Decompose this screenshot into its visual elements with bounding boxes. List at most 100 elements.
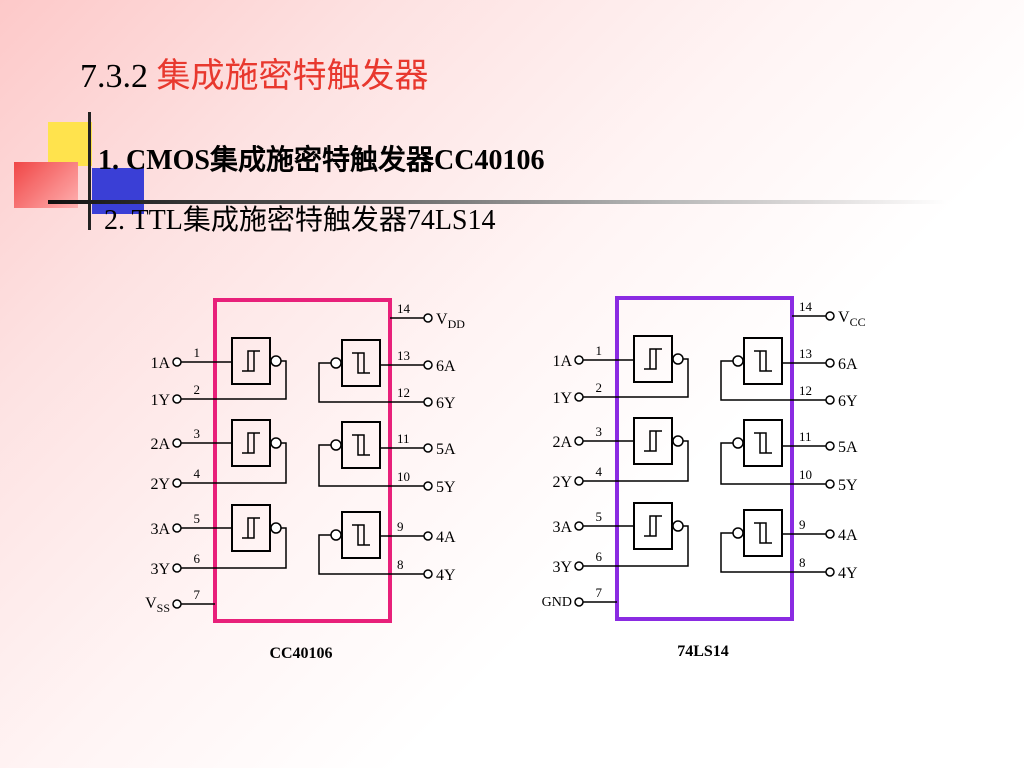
schmitt-hysteresis-icon bbox=[242, 517, 260, 539]
pin-terminal bbox=[825, 529, 835, 539]
bullet-item-2: 2. TTL集成施密特触发器74LS14 bbox=[104, 198, 496, 238]
pin-number: 4 bbox=[194, 466, 201, 481]
wire bbox=[720, 442, 792, 485]
pin-terminal bbox=[172, 357, 182, 367]
pin-label-2Y: 2Y bbox=[150, 476, 170, 493]
gate-body bbox=[743, 419, 783, 467]
gate-body bbox=[633, 335, 673, 383]
schmitt-hysteresis-icon bbox=[754, 432, 772, 454]
pin-number: 3 bbox=[596, 424, 603, 439]
item-1-prefix: 1. CMOS bbox=[98, 145, 210, 176]
pin-number: 8 bbox=[397, 557, 404, 572]
pin-label-3A: 3A bbox=[552, 519, 572, 536]
pin-terminal bbox=[423, 313, 433, 323]
pin-terminal bbox=[825, 441, 835, 451]
inverter-bubble bbox=[330, 439, 342, 451]
slide-title: 7.3.2 集成施密特触发器 bbox=[80, 48, 429, 97]
chip-caption: 74LS14 bbox=[677, 643, 729, 660]
wire bbox=[318, 444, 390, 487]
pin-label-5Y: 5Y bbox=[838, 477, 858, 494]
pin-label-6A: 6A bbox=[838, 356, 858, 373]
inverter-bubble bbox=[732, 355, 744, 367]
pin-number: 1 bbox=[596, 343, 603, 358]
pin-number: 12 bbox=[397, 385, 410, 400]
wire bbox=[215, 527, 287, 569]
deco-vertical-line bbox=[88, 112, 91, 230]
wire bbox=[215, 442, 287, 484]
schmitt-hysteresis-icon bbox=[352, 352, 370, 374]
pin-label-4A: 4A bbox=[436, 529, 456, 546]
gate-body bbox=[743, 337, 783, 385]
pin-number: 13 bbox=[799, 346, 812, 361]
pin-terminal bbox=[423, 443, 433, 453]
schmitt-hysteresis-icon bbox=[644, 430, 662, 452]
pin-label-4Y: 4Y bbox=[838, 565, 858, 582]
pin-label-2Y: 2Y bbox=[552, 474, 572, 491]
pin-label-1A: 1A bbox=[150, 355, 170, 372]
pin-label-6Y: 6Y bbox=[838, 393, 858, 410]
item-1-cn: 集成施密特触发器 bbox=[210, 143, 435, 176]
wire bbox=[318, 362, 390, 403]
chip-package-outline bbox=[213, 298, 392, 623]
schmitt-hysteresis-icon bbox=[644, 348, 662, 370]
pin-number: 3 bbox=[194, 426, 201, 441]
pin-number: 8 bbox=[799, 555, 806, 570]
pin-number: 14 bbox=[799, 299, 813, 314]
schmitt-hysteresis-icon bbox=[754, 350, 772, 372]
pin-label-vcc: VDD bbox=[436, 311, 465, 331]
pin-label-gnd: GND bbox=[542, 595, 572, 610]
pin-label-5Y: 5Y bbox=[436, 479, 456, 496]
pin-number: 9 bbox=[397, 519, 404, 534]
deco-blue-square bbox=[92, 168, 144, 214]
pin-number: 7 bbox=[194, 587, 201, 602]
pin-label-1A: 1A bbox=[552, 353, 572, 370]
pin-label-3Y: 3Y bbox=[552, 559, 572, 576]
pin-label-1Y: 1Y bbox=[552, 390, 572, 407]
item-2-prefix: 2. TTL bbox=[104, 205, 183, 236]
pin-number: 12 bbox=[799, 383, 812, 398]
schmitt-hysteresis-icon bbox=[242, 350, 260, 372]
pin-number: 2 bbox=[194, 382, 201, 397]
chip-caption: CC40106 bbox=[269, 645, 332, 662]
pin-terminal bbox=[172, 599, 182, 609]
wire bbox=[720, 360, 792, 401]
schmitt-hysteresis-icon bbox=[352, 524, 370, 546]
pin-number: 5 bbox=[596, 509, 603, 524]
inverter-bubble bbox=[270, 355, 282, 367]
pin-terminal bbox=[574, 392, 584, 402]
inverter-bubble bbox=[330, 529, 342, 541]
pin-number: 7 bbox=[596, 585, 603, 600]
wire bbox=[720, 532, 792, 573]
pin-number: 2 bbox=[596, 380, 603, 395]
pin-number: 13 bbox=[397, 348, 410, 363]
pin-label-1Y: 1Y bbox=[150, 392, 170, 409]
pin-terminal bbox=[423, 531, 433, 541]
inverter-bubble bbox=[732, 437, 744, 449]
pin-label-6A: 6A bbox=[436, 358, 456, 375]
schmitt-hysteresis-icon bbox=[352, 434, 370, 456]
wire bbox=[617, 525, 689, 567]
gate-body bbox=[341, 339, 381, 387]
pin-label-5A: 5A bbox=[838, 439, 858, 456]
pin-number: 10 bbox=[799, 467, 812, 482]
pin-number: 11 bbox=[799, 429, 812, 444]
pin-label-5A: 5A bbox=[436, 441, 456, 458]
pin-label-4Y: 4Y bbox=[436, 567, 456, 584]
pin-number: 14 bbox=[397, 301, 411, 316]
pin-number: 4 bbox=[596, 464, 603, 479]
pin-terminal bbox=[574, 355, 584, 365]
wire bbox=[617, 440, 689, 482]
gate-body bbox=[231, 337, 271, 385]
inverter-bubble bbox=[672, 435, 684, 447]
pin-terminal bbox=[825, 311, 835, 321]
pin-terminal bbox=[825, 479, 835, 489]
pin-terminal bbox=[172, 563, 182, 573]
pin-terminal bbox=[574, 561, 584, 571]
title-text: 集成施密特触发器 bbox=[156, 56, 429, 96]
pin-label-3A: 3A bbox=[150, 521, 170, 538]
pin-number: 10 bbox=[397, 469, 410, 484]
gate-body bbox=[231, 419, 271, 467]
pin-label-gnd: VSS bbox=[145, 595, 170, 615]
bullet-item-1: 1. CMOS集成施密特触发器CC40106 bbox=[98, 138, 544, 178]
